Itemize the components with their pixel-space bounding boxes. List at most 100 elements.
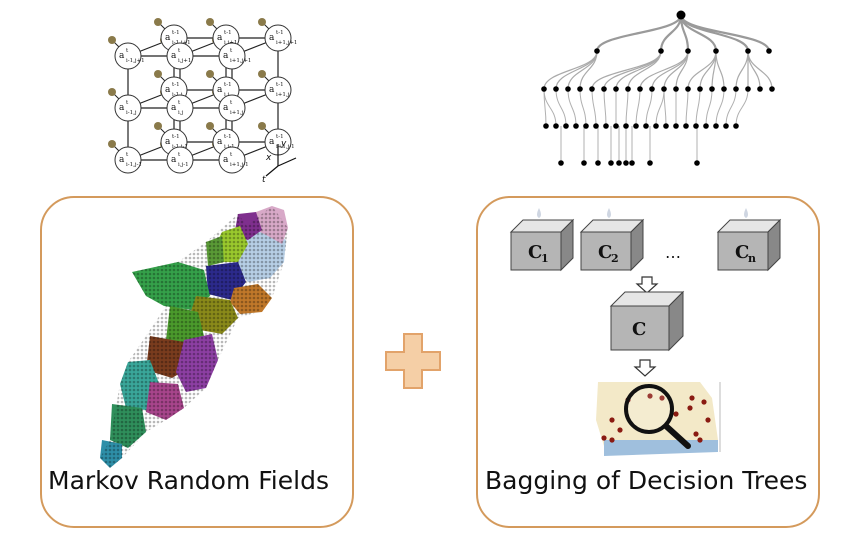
lattice-stub-dot [258,122,266,130]
lattice-stub-dot [108,36,116,44]
tree-node [653,123,659,129]
sample-point [697,437,703,443]
tree-node [658,48,664,54]
drop-icon [607,208,611,218]
tree-edge [627,50,662,90]
classifier-cube-1: C1 [509,218,575,272]
lattice-node-superscript: t-1 [172,134,180,140]
tree-node [565,86,571,92]
cube-front-face [580,231,632,271]
lattice-node-subscript: i-1,j [126,110,137,116]
tree-node [558,160,564,166]
tree-node [703,123,709,129]
lattice-node-label: a [171,51,177,61]
lattice-node-label: a [165,137,171,147]
lattice-node-label: a [223,103,229,113]
tree-edge [591,88,597,127]
drop-icon [537,208,541,218]
lattice-node-superscript: t [230,152,233,158]
tree-node [613,123,619,129]
lattice-node-superscript: t-1 [276,82,284,88]
lattice-node-superscript: t-1 [224,82,232,88]
lattice-stub-dot [258,70,266,78]
tree-node [673,123,679,129]
drop-icon [744,208,748,218]
tree-node [589,86,595,92]
tree-edge [725,88,737,127]
lattice-node-circle [264,24,292,52]
tree-node [769,86,775,92]
tree-edge [567,88,577,127]
classifiers-ellipsis: … [665,243,681,262]
sample-point [647,393,653,399]
lattice-node-label: a [223,51,229,61]
lattice-stub-dot [154,122,162,130]
tree-edge [555,88,567,127]
tree-nodes [541,10,775,166]
sample-point [689,395,695,401]
tree-node [616,160,622,166]
sample-point [701,399,707,405]
tree-node [613,86,619,92]
cube-front-face [610,305,670,351]
cube-label: C [735,242,749,263]
tree-root-node [676,10,686,20]
tree-edge [603,88,607,127]
tree-node [543,123,549,129]
tree-edge [679,14,771,52]
prediction-map-thumbnail [596,382,721,456]
tree-edge [715,50,725,90]
tree-node [595,160,601,166]
tree-node [733,86,739,92]
lattice-stub-dot [154,18,162,26]
tree-edge [543,88,557,127]
tree-node [553,123,559,129]
cube-label-subscript: 1 [541,252,549,265]
cube-label: C [528,242,542,263]
tree-node [647,160,653,166]
tree-edge [625,88,629,127]
lattice-stub-dot [206,18,214,26]
tree-node [629,160,635,166]
tree-node [745,48,751,54]
tree-edge [579,50,598,90]
cube-label-subscript: n [748,252,756,265]
classifier-cube-3: Cn [716,218,782,272]
tree-node [593,123,599,129]
lattice-node-circle [166,146,194,174]
cube-front-face [717,231,769,271]
lattice-node-subscript: i+1,j+1 [230,58,251,64]
tree-edge [663,88,667,127]
lattice-node-circle [114,94,142,122]
tree-node [637,86,643,92]
lattice-node-superscript: t-1 [224,134,232,140]
tree-edge [635,88,641,127]
tree-edge [595,14,683,52]
lattice-stub-dot [108,88,116,96]
tree-edge [735,88,749,127]
magnifier-handle [663,423,691,449]
lattice-node-circle [114,42,142,70]
tree-edge [747,50,773,90]
tree-node [649,86,655,92]
lattice-node-superscript: t [178,48,181,54]
lattice-node-label: a [171,155,177,165]
cube-front-face [510,231,562,271]
lattice-node-superscript: t [230,48,233,54]
lattice-node-superscript: t [178,100,181,106]
lattice-node-subscript: i+1,j+1 [276,40,297,46]
tree-node [713,48,719,54]
lattice-node-subscript: i-1,j-1 [126,162,142,168]
